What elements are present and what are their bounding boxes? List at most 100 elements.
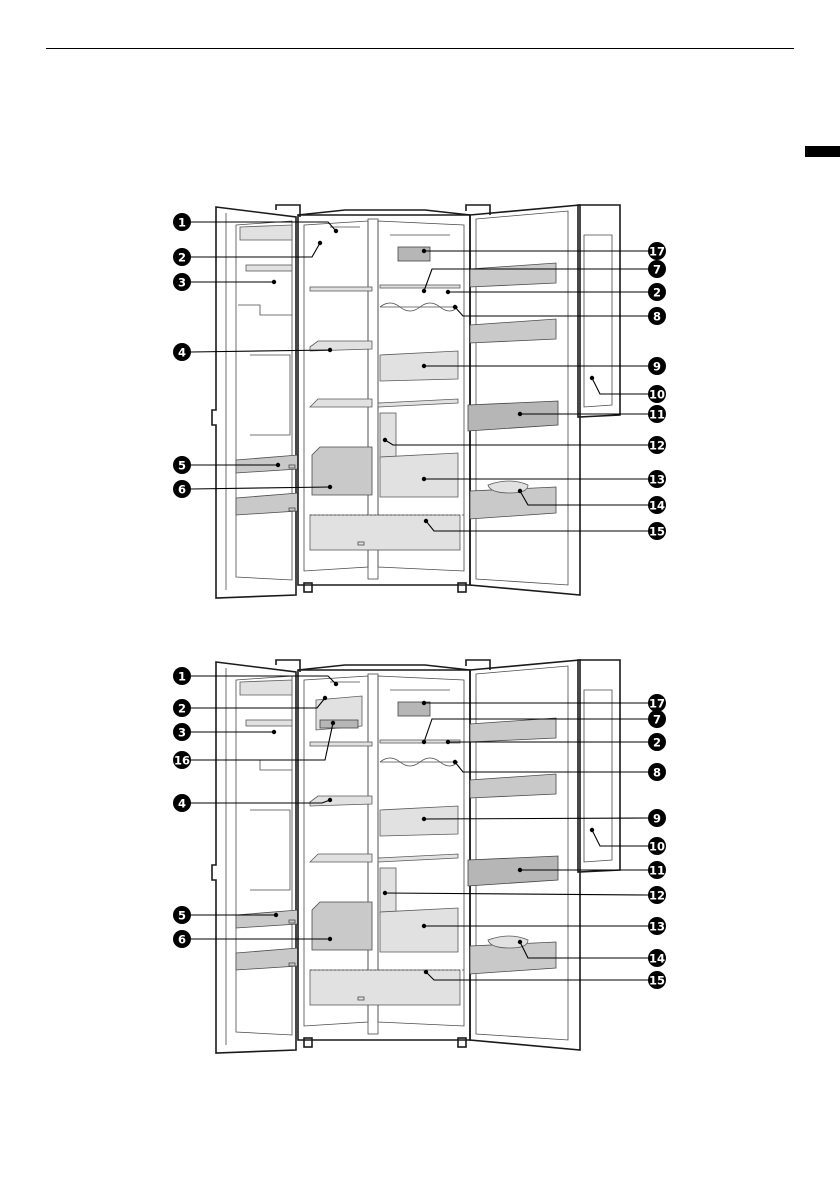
leader-line-4 <box>191 800 330 803</box>
callout-badge-15: 15 <box>648 522 666 540</box>
callout-number: 4 <box>178 346 186 360</box>
leader-line-16 <box>191 723 333 760</box>
callout-badge-2: 2 <box>173 248 191 266</box>
callout-number: 12 <box>649 439 665 453</box>
callout-number: 9 <box>653 360 661 374</box>
callout-number: 14 <box>649 499 665 513</box>
control-panel-17 <box>398 247 430 261</box>
callout-badge-6: 6 <box>173 930 191 948</box>
fridge-shelf-mid <box>378 854 458 862</box>
leader-line-6 <box>191 487 330 489</box>
callout-number: 5 <box>178 909 186 923</box>
ice-bin-slot <box>246 720 292 726</box>
freezer-shelf-1 <box>310 287 372 291</box>
freezer-door-bin-1 <box>236 455 298 473</box>
fridge-shelf-9 <box>380 806 458 836</box>
water-filter-12 <box>380 868 396 916</box>
leader-dot-11 <box>518 868 522 872</box>
leader-line-12 <box>385 893 648 895</box>
callout-badge-13: 13 <box>648 917 666 935</box>
leader-dot-15 <box>424 970 428 974</box>
leader-dot-5 <box>274 913 278 917</box>
callout-badge-4: 4 <box>173 794 191 812</box>
callout-number: 8 <box>653 310 661 324</box>
leader-dot-15 <box>424 519 428 523</box>
leader-line-2 <box>191 243 320 257</box>
leader-dot-13 <box>422 924 426 928</box>
freezer-door-bin-2 <box>236 493 298 515</box>
callout-badge-10: 10 <box>648 837 666 855</box>
door-recess <box>238 760 292 770</box>
leader-dot-3 <box>272 730 276 734</box>
freezer-shelf-1 <box>310 742 372 746</box>
callout-badge-17: 17 <box>648 242 666 260</box>
fridge-shelf-mid <box>378 399 458 407</box>
callout-badge-15: 15 <box>648 971 666 989</box>
callout-badge-5: 5 <box>173 456 191 474</box>
fridge-shelf-top <box>380 285 460 288</box>
callout-number: 1 <box>178 216 186 230</box>
callout-badge-7: 7 <box>648 260 666 278</box>
callout-badge-7: 7 <box>648 710 666 728</box>
callout-number: 2 <box>653 736 661 750</box>
door-panel-inner <box>584 235 612 407</box>
leader-dot-17 <box>422 249 426 253</box>
callout-number: 10 <box>649 840 665 854</box>
callout-badge-16: 16 <box>173 751 191 769</box>
ice-bin-base <box>320 720 358 728</box>
freezer-drawer <box>312 902 372 950</box>
callout-number: 3 <box>178 726 186 740</box>
callout-number: 2 <box>178 702 186 716</box>
door-recess <box>238 305 292 315</box>
callout-badge-13: 13 <box>648 470 666 488</box>
refrigerator-diagram-1: 123456177289101112131415 <box>0 195 840 615</box>
callout-number: 11 <box>649 864 665 878</box>
left-door-liner <box>236 221 292 580</box>
fresh-drawer-13 <box>380 908 458 952</box>
leader-dot-8 <box>453 760 457 764</box>
leader-dot-10 <box>590 828 594 832</box>
callout-number: 1 <box>178 670 186 684</box>
door-recess-2 <box>250 810 290 890</box>
leader-dot-16 <box>331 721 335 725</box>
callout-badge-5: 5 <box>173 906 191 924</box>
callout-badge-4: 4 <box>173 343 191 361</box>
leader-dot-4 <box>328 348 332 352</box>
leader-dot-4 <box>328 798 332 802</box>
freezer-shelf-2 <box>310 796 372 806</box>
callout-badge-3: 3 <box>173 273 191 291</box>
leader-line-4 <box>191 350 330 352</box>
leader-dot-2 <box>446 740 450 744</box>
callout-badge-1: 1 <box>173 667 191 685</box>
vegetable-drawer <box>310 515 460 550</box>
leader-dot-2 <box>446 290 450 294</box>
freezer-door-bin-2 <box>236 948 298 970</box>
callout-badge-6: 6 <box>173 480 191 498</box>
left-door-liner <box>236 676 292 1035</box>
callout-badge-1: 1 <box>173 213 191 231</box>
callout-badge-3: 3 <box>173 723 191 741</box>
leader-dot-1 <box>334 682 338 686</box>
callout-number: 9 <box>653 812 661 826</box>
leader-dot-6 <box>328 485 332 489</box>
callout-badge-14: 14 <box>648 949 666 967</box>
freezer-shelf-2 <box>310 341 372 351</box>
leader-dot-2 <box>318 241 322 245</box>
callout-number: 12 <box>649 889 665 903</box>
callout-badge-8: 8 <box>648 307 666 325</box>
fresh-drawer-13 <box>380 453 458 497</box>
callout-number: 13 <box>649 920 665 934</box>
callout-number: 5 <box>178 459 186 473</box>
header-rule <box>46 48 794 49</box>
freezer-door-bin-1 <box>236 910 298 928</box>
callout-badge-17: 17 <box>648 694 666 712</box>
leader-dot-9 <box>422 364 426 368</box>
leader-dot-12 <box>383 438 387 442</box>
callout-badge-14: 14 <box>648 496 666 514</box>
callout-number: 17 <box>649 697 665 711</box>
leader-dot-9 <box>422 817 426 821</box>
refrigerator-drawing <box>212 205 620 598</box>
leader-line-8 <box>455 307 648 316</box>
ice-bin-slot <box>246 265 292 271</box>
callout-number: 11 <box>649 408 665 422</box>
